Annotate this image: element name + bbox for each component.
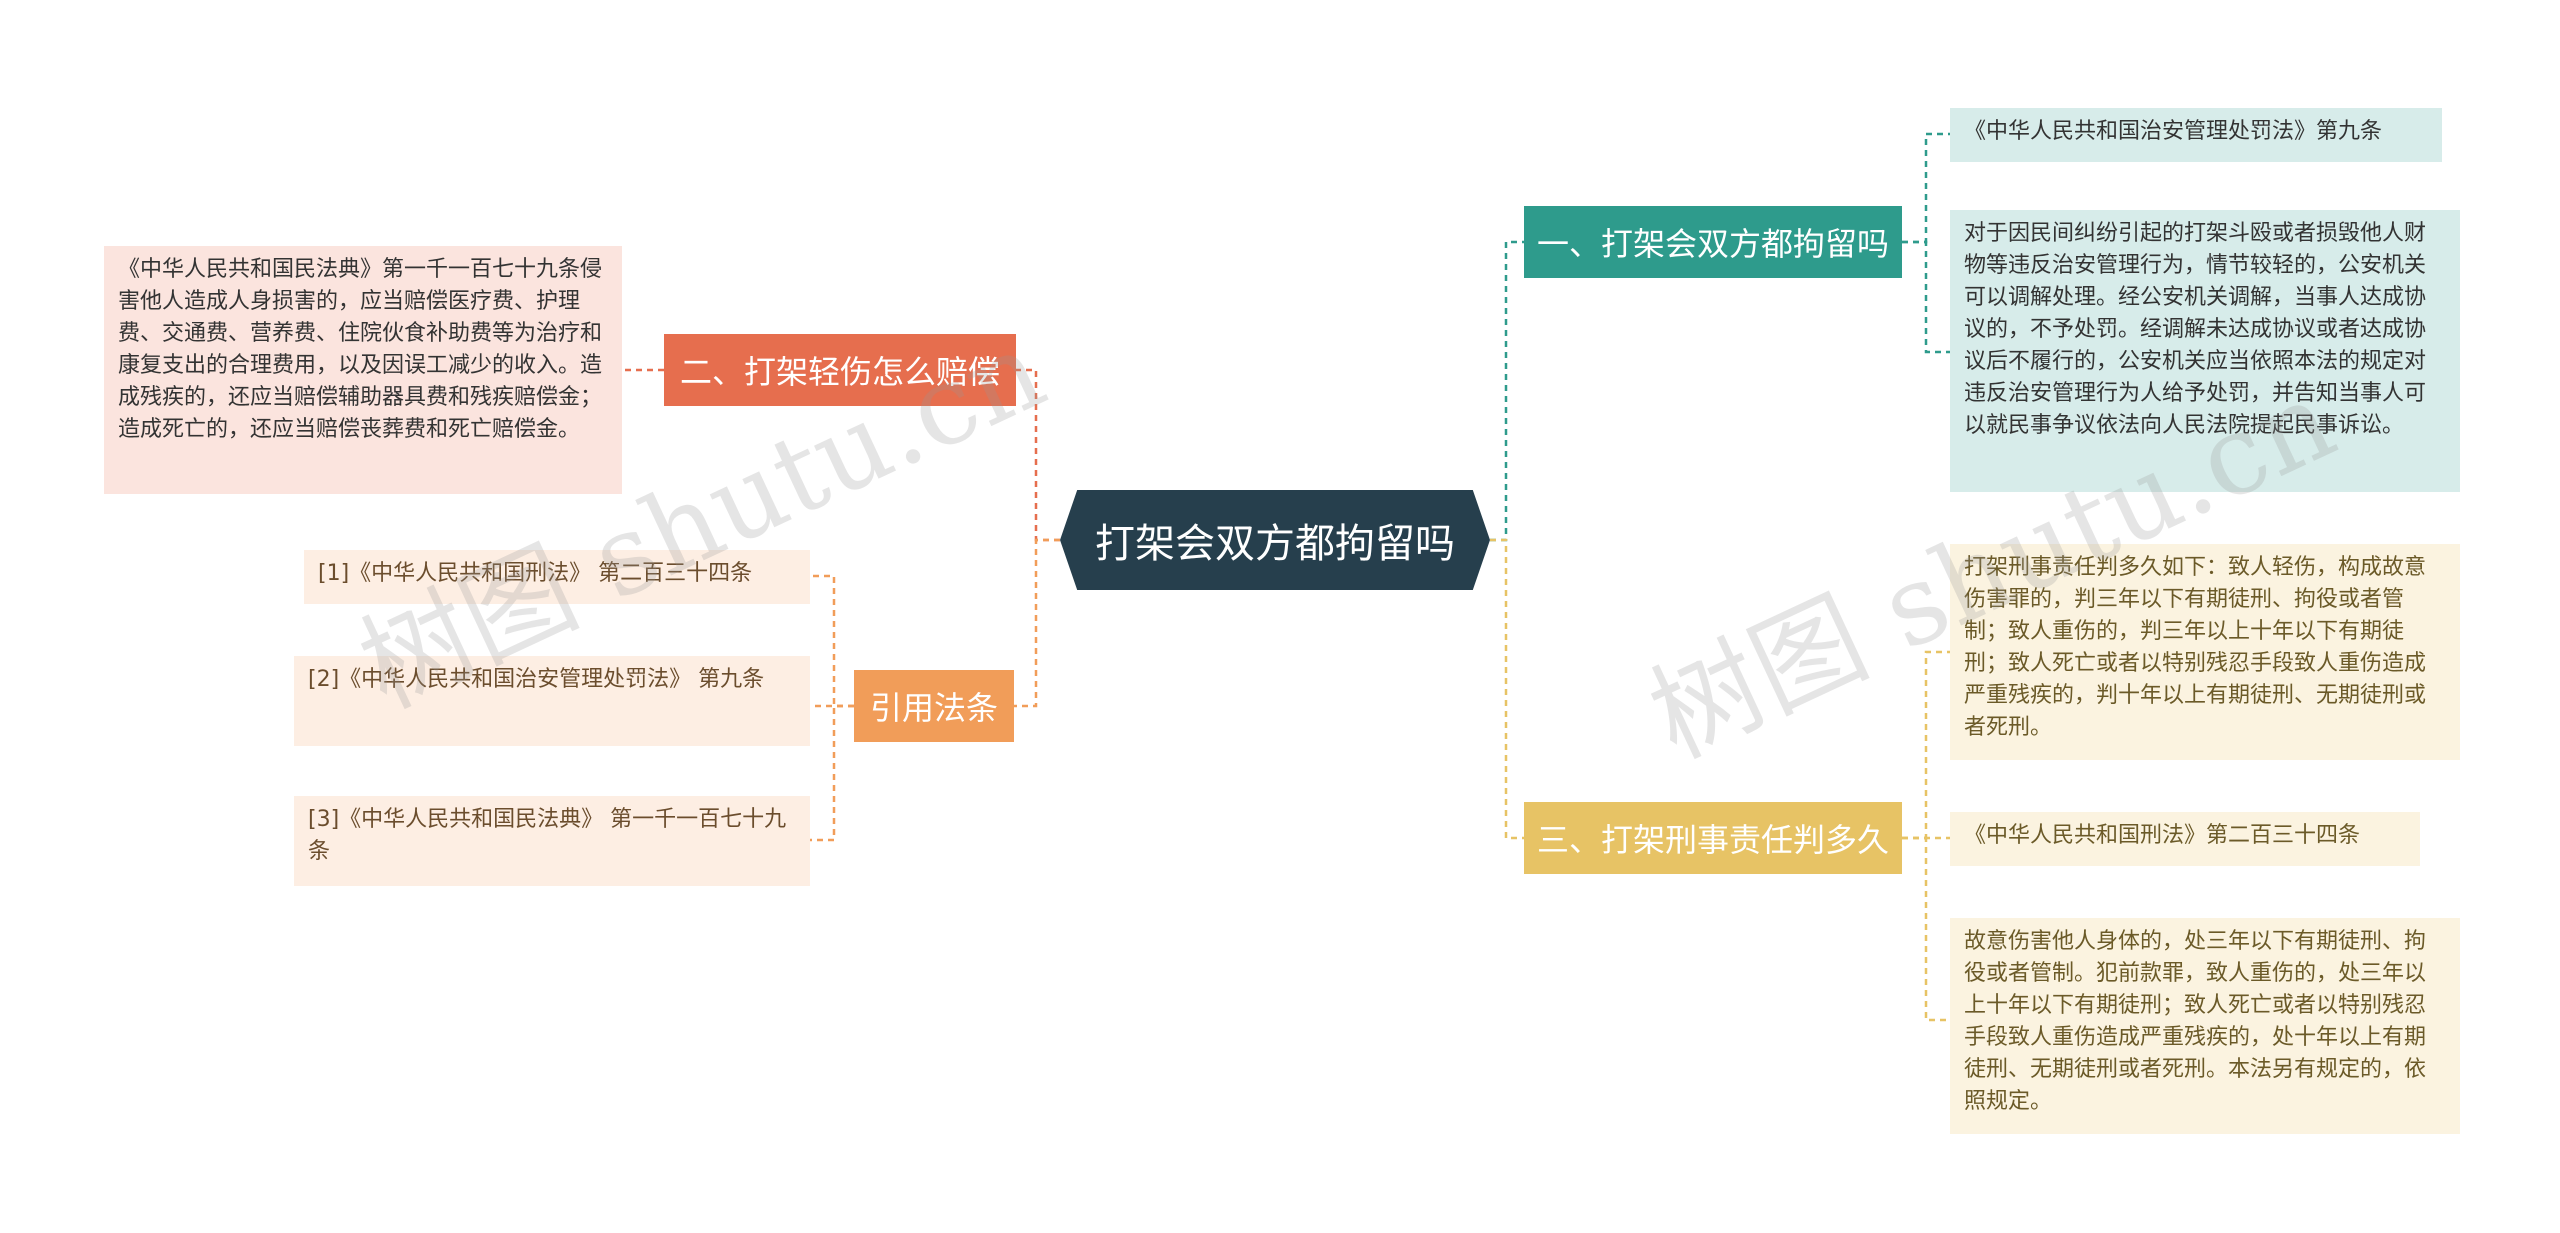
leaf-node[interactable]: [1]《中华人民共和国刑法》 第二百三十四条 (304, 550, 810, 604)
leaf-node[interactable]: [3]《中华人民共和国民法典》 第一千一百七十九条 (294, 796, 810, 886)
branch-node-detention[interactable]: 一、打架会双方都拘留吗 (1524, 206, 1902, 278)
leaf-node[interactable]: [2]《中华人民共和国治安管理处罚法》 第九条 (294, 656, 810, 746)
leaf-node[interactable]: 《中华人民共和国民法典》第一千一百七十九条侵害他人造成人身损害的，应当赔偿医疗费… (104, 246, 622, 494)
branch-node-compensation[interactable]: 二、打架轻伤怎么赔偿 (664, 334, 1016, 406)
leaf-node[interactable]: 打架刑事责任判多久如下：致人轻伤，构成故意伤害罪的，判三年以下有期徒刑、拘役或者… (1950, 544, 2460, 760)
branch-node-criminal-liability[interactable]: 三、打架刑事责任判多久 (1524, 802, 1902, 874)
branch-node-cited-laws[interactable]: 引用法条 (854, 670, 1014, 742)
root-node[interactable]: 打架会双方都拘留吗 (1060, 490, 1490, 590)
leaf-node[interactable]: 故意伤害他人身体的，处三年以下有期徒刑、拘役或者管制。犯前款罪，致人重伤的，处三… (1950, 918, 2460, 1134)
leaf-node[interactable]: 对于因民间纠纷引起的打架斗殴或者损毁他人财物等违反治安管理行为，情节较轻的，公安… (1950, 210, 2460, 492)
leaf-node[interactable]: 《中华人民共和国刑法》第二百三十四条 (1950, 812, 2420, 866)
leaf-node[interactable]: 《中华人民共和国治安管理处罚法》第九条 (1950, 108, 2442, 162)
